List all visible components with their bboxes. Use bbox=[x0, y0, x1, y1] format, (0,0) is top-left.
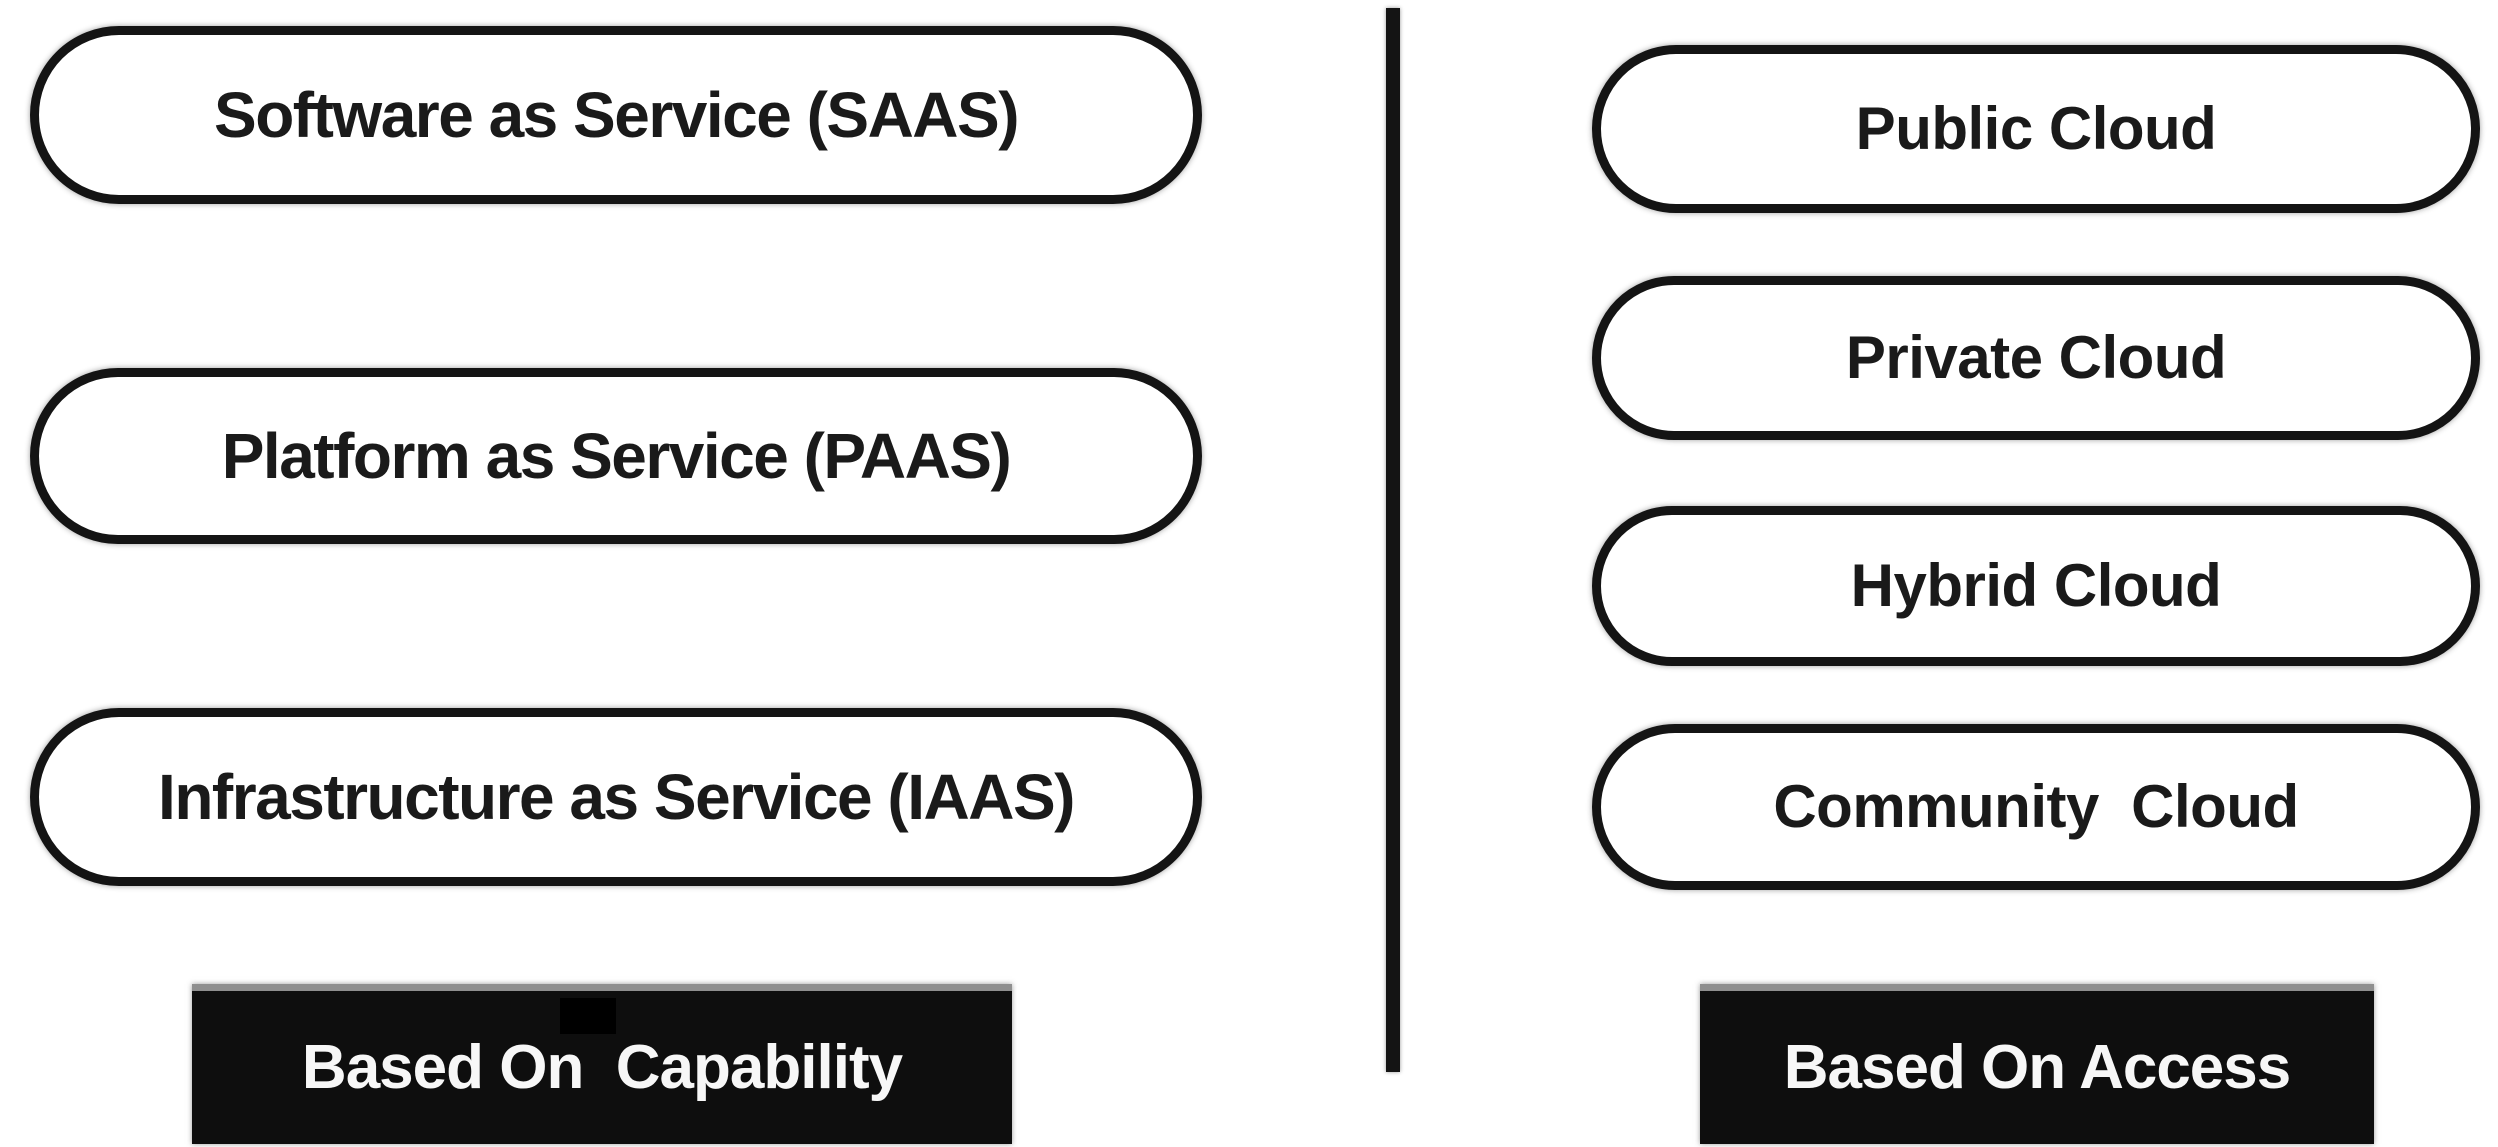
based-on-access-label: Based On Access bbox=[1783, 1032, 2292, 1102]
public-cloud-label: Public Cloud bbox=[1855, 95, 2217, 162]
private-cloud-pill: Private Cloud bbox=[1592, 276, 2480, 440]
hybrid-cloud-label: Hybrid Cloud bbox=[1850, 552, 2222, 619]
public-cloud-pill: Public Cloud bbox=[1592, 45, 2480, 213]
paas-pill: Platform as Service (PAAS) bbox=[30, 368, 1202, 544]
community-cloud-pill: Community Cloud bbox=[1592, 724, 2480, 890]
hybrid-cloud-pill: Hybrid Cloud bbox=[1592, 506, 2480, 666]
ink-blob-artifact bbox=[560, 998, 616, 1034]
iaas-pill: Infrastructure as Service (IAAS) bbox=[30, 708, 1202, 886]
iaas-label: Infrastructure as Service (IAAS) bbox=[158, 761, 1075, 833]
saas-pill: Software as Service (SAAS) bbox=[30, 26, 1202, 204]
community-cloud-label: Community Cloud bbox=[1773, 773, 2299, 840]
private-cloud-label: Private Cloud bbox=[1845, 324, 2227, 391]
paas-label: Platform as Service (PAAS) bbox=[221, 420, 1012, 492]
saas-label: Software as Service (SAAS) bbox=[214, 79, 1020, 151]
based-on-access-box: Based On Access bbox=[1700, 984, 2374, 1144]
based-on-capability-box: Based On Capability bbox=[192, 984, 1012, 1144]
vertical-divider bbox=[1386, 8, 1400, 1072]
based-on-capability-label: Based On Capability bbox=[301, 1032, 903, 1102]
